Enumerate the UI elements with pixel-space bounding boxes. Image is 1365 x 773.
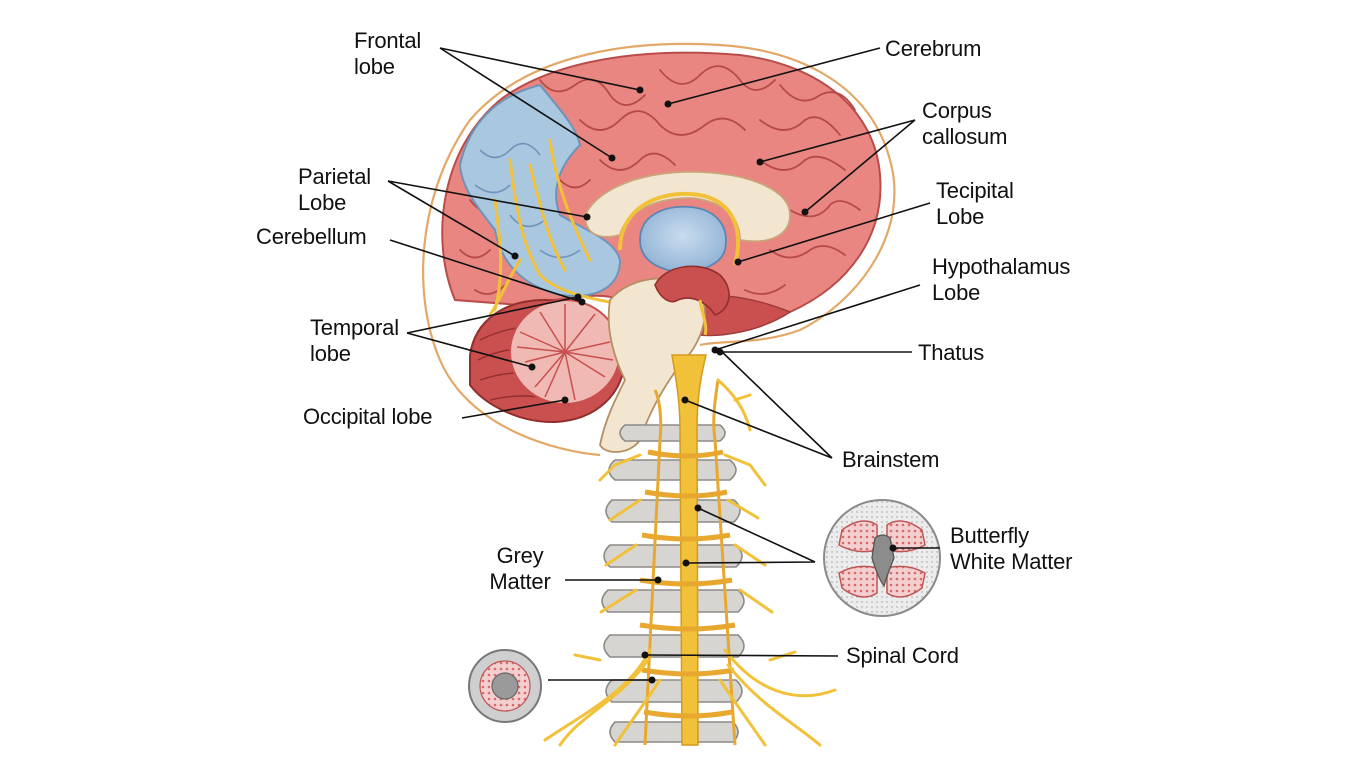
gyri-lines — [459, 65, 861, 295]
hypothalamus-nerve — [698, 299, 708, 336]
spinal-cord-shape — [671, 354, 707, 746]
ventricle-shape — [639, 205, 727, 273]
vertebrae — [601, 424, 745, 743]
label-frontal-lobe: Frontal lobe — [354, 28, 422, 79]
label-butterfly-white-matter: Butterfly White Matter — [950, 523, 1073, 574]
label-spinal-cord: Spinal Cord — [846, 643, 959, 668]
cross-section-butterfly — [823, 499, 941, 617]
label-occipital-lobe: Occipital lobe — [303, 404, 433, 429]
nerve-tracts — [488, 138, 627, 317]
cross-section-small — [468, 649, 542, 723]
leader-dots — [511, 86, 897, 684]
label-temporal-lobe: Temporal lobe — [310, 315, 399, 366]
thalamus-shape — [654, 265, 730, 316]
label-hypothalamus-lobe: Hypothalamus Lobe — [932, 254, 1071, 305]
label-tecipital-lobe: Tecipital Lobe — [936, 178, 1014, 229]
head-outline — [422, 42, 896, 457]
spinal-bands — [639, 449, 736, 719]
label-thatus: Thatus — [918, 340, 985, 365]
label-corpus-callosum: Corpus callosum — [922, 98, 1008, 149]
label-brainstem: Brainstem — [842, 447, 940, 472]
spinal-nerves — [543, 378, 837, 747]
label-parietal-lobe: Parietal Lobe — [298, 164, 371, 215]
leader-lines — [387, 47, 940, 681]
spinal-cord-outline — [643, 379, 737, 746]
label-cerebellum: Cerebellum — [256, 224, 367, 249]
label-cerebrum: Cerebrum — [885, 36, 982, 61]
arbor-vitae — [516, 304, 614, 401]
label-grey-matter: Grey Matter — [489, 543, 551, 594]
fornix-line — [618, 191, 740, 266]
